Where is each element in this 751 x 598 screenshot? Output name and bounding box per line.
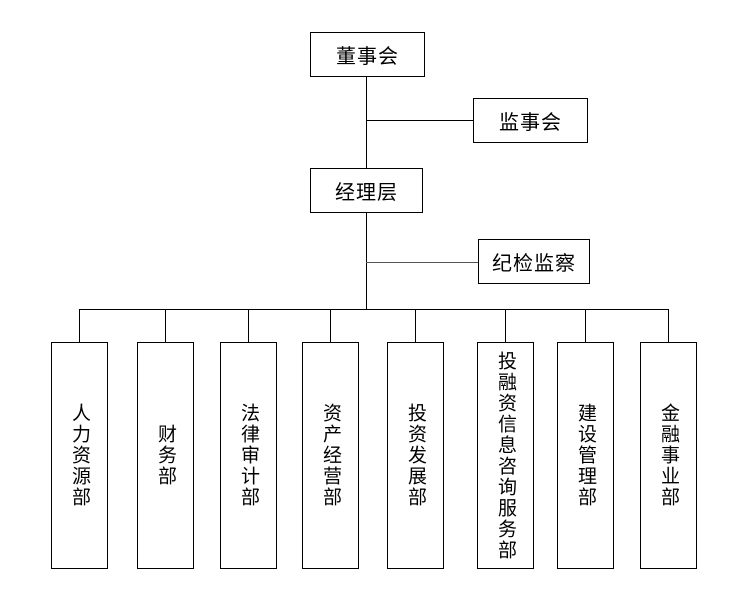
node-label: 监事会	[499, 112, 562, 134]
node-dept-construction-management: 建设管理部	[557, 342, 614, 569]
node-dept-finance: 财务部	[137, 342, 194, 569]
node-supervisory-board: 监事会	[473, 98, 588, 143]
node-label: 投资发展部	[405, 403, 426, 508]
node-dept-legal-audit: 法律审计部	[220, 342, 277, 569]
connector-to-supervisory	[366, 120, 473, 121]
node-board-of-directors: 董事会	[310, 32, 425, 77]
node-label: 法律审计部	[238, 403, 259, 508]
node-dept-asset-operation: 资产经营部	[302, 342, 359, 569]
connector-drop-6	[505, 309, 506, 342]
connector-drop-4	[330, 309, 331, 342]
node-label: 投融资信息咨询服务部	[495, 350, 516, 561]
node-label: 建设管理部	[575, 403, 596, 508]
node-label: 董事会	[336, 46, 399, 68]
connector-drop-1	[79, 309, 80, 342]
connector-drop-7	[585, 309, 586, 342]
node-label: 财务部	[155, 424, 176, 487]
node-label: 经理层	[335, 182, 398, 204]
node-discipline-inspection: 纪检监察	[478, 239, 590, 284]
connector-to-discipline	[366, 262, 478, 263]
connector-management-trunk	[366, 213, 367, 310]
node-dept-investment-financing-info-consulting-service: 投融资信息咨询服务部	[477, 342, 534, 569]
connector-drop-8	[668, 309, 669, 342]
node-management-layer: 经理层	[310, 168, 423, 213]
node-dept-human-resources: 人力资源部	[51, 342, 108, 569]
node-dept-investment-development: 投资发展部	[387, 342, 444, 569]
connector-board-to-management	[366, 77, 367, 168]
connector-drop-2	[165, 309, 166, 342]
node-label: 资产经营部	[320, 403, 341, 508]
node-label: 金融事业部	[658, 403, 679, 508]
node-label: 人力资源部	[69, 403, 90, 508]
node-dept-financial-business: 金融事业部	[640, 342, 697, 569]
connector-drop-5	[415, 309, 416, 342]
connector-bus	[79, 309, 669, 310]
node-label: 纪检监察	[492, 253, 576, 275]
connector-drop-3	[248, 309, 249, 342]
